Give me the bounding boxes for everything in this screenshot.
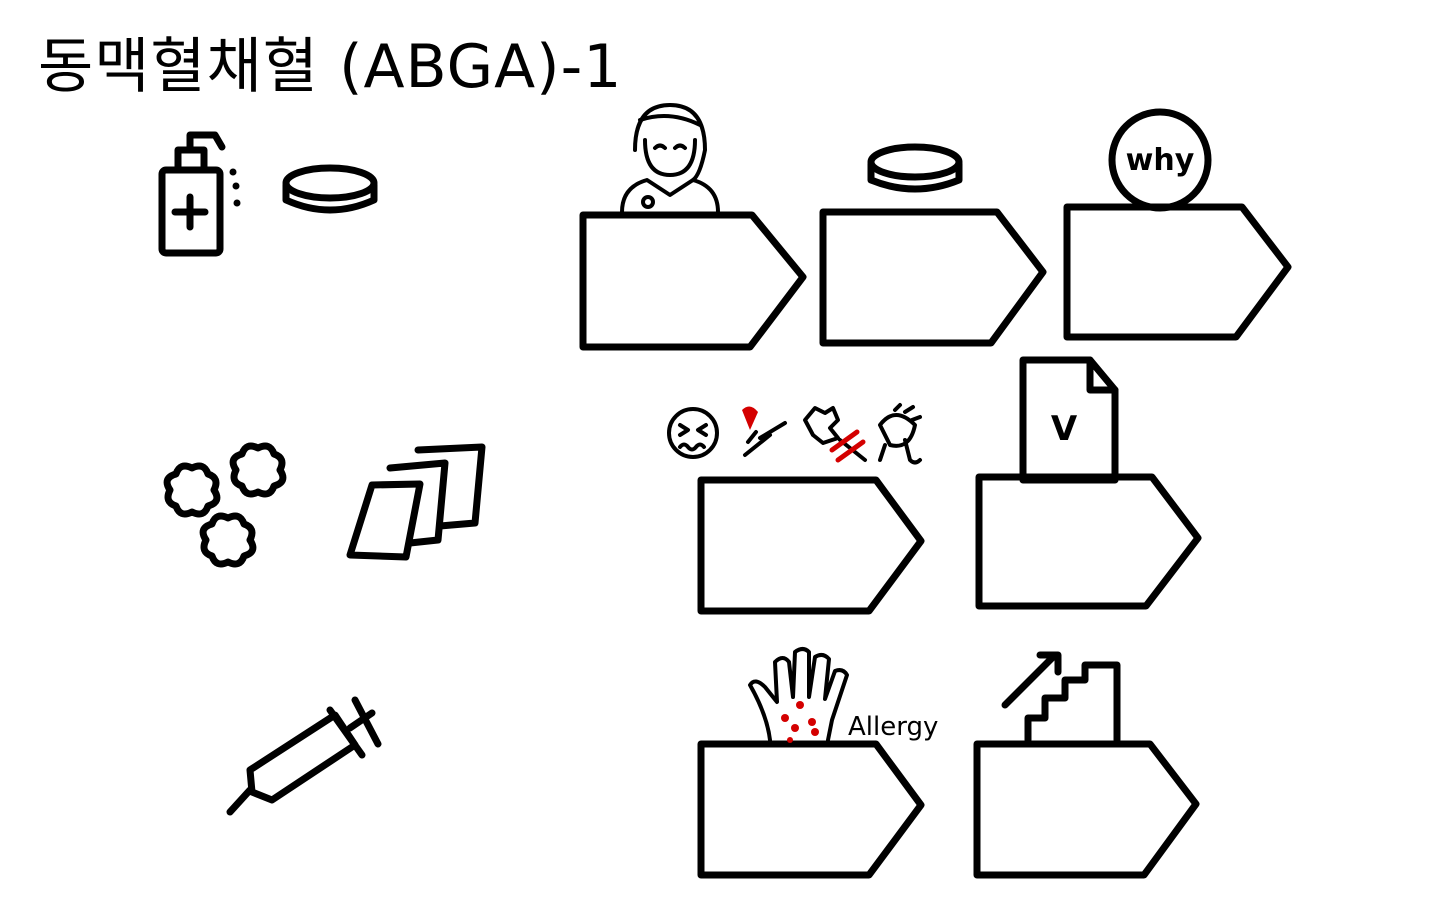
alcohol-swab-icon [867, 143, 963, 193]
hand-sanitizer-icon [158, 131, 241, 257]
germ-icon [803, 406, 840, 445]
step-box-3 [1063, 203, 1292, 341]
allergy-label: Allergy [848, 712, 938, 742]
allergy-hand-icon: Allergy [748, 647, 938, 743]
side-effect-icons [667, 403, 922, 465]
step-box-6 [697, 740, 925, 879]
nurse-icon [620, 103, 720, 214]
step-box-7 [973, 740, 1200, 879]
why-label: why [1126, 143, 1195, 178]
bug-icon [878, 403, 922, 465]
why-bubble-icon: why [1108, 108, 1212, 212]
syringe-icon [226, 696, 382, 816]
dizzy-face-icon [667, 407, 719, 459]
step-box-4 [697, 476, 925, 615]
page-title: 동맥혈채혈 (ABGA)-1 [38, 32, 623, 102]
step-box-1 [579, 211, 807, 351]
step-box-2 [819, 208, 1047, 347]
gauze-icon [346, 443, 486, 561]
stairs-progress-icon [1001, 651, 1121, 744]
step-box-5 [975, 473, 1202, 610]
blood-drop-icon [742, 406, 758, 430]
cotton-balls-icon [163, 442, 287, 568]
alcohol-swab-icon [282, 164, 378, 214]
check-label: V [1051, 409, 1078, 449]
consent-document-icon: V [1019, 356, 1119, 484]
